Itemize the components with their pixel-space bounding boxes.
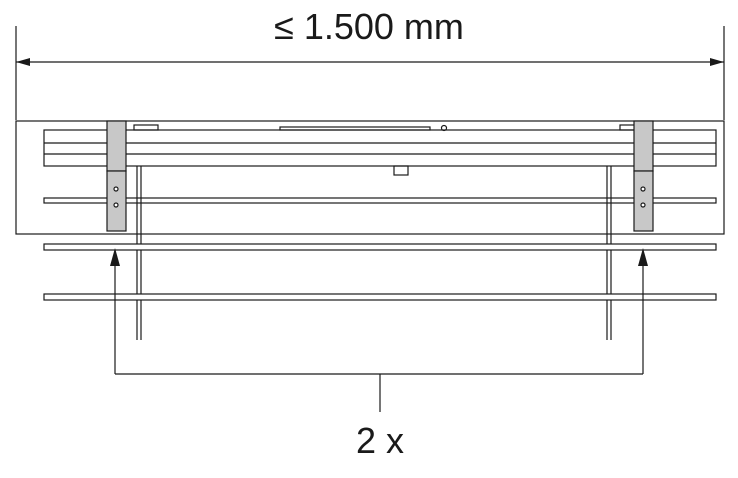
left-bracket-strap bbox=[106, 120, 127, 172]
dimension-arrow-right bbox=[710, 58, 724, 66]
right-bracket-plate bbox=[633, 170, 654, 232]
center-knob bbox=[440, 124, 448, 132]
right-bracket bbox=[633, 120, 654, 232]
lower-rail-1 bbox=[43, 243, 717, 251]
center-strip bbox=[279, 126, 431, 131]
center-tab bbox=[393, 165, 409, 176]
width-dimension bbox=[15, 26, 725, 120]
housing-outline bbox=[15, 120, 725, 235]
left-bracket bbox=[106, 120, 127, 232]
lower-rail-2 bbox=[43, 293, 717, 301]
frame-legs bbox=[136, 166, 612, 340]
left-bracket-hole-2 bbox=[113, 202, 119, 208]
left-clip bbox=[133, 124, 159, 131]
quantity-label: 2 x bbox=[355, 420, 405, 461]
left-arrow-head bbox=[110, 248, 120, 266]
top-rail bbox=[43, 129, 717, 167]
right-bracket-hole-2 bbox=[640, 202, 646, 208]
right-bracket-strap bbox=[633, 120, 654, 172]
lower-rails bbox=[43, 243, 717, 301]
right-bracket-hole-1 bbox=[640, 186, 646, 192]
middle-bar bbox=[43, 197, 717, 204]
dimension-label: ≤ 1.500 mm bbox=[274, 6, 464, 47]
right-arrow-head bbox=[638, 248, 648, 266]
count-callout bbox=[110, 248, 648, 412]
left-bracket-hole-1 bbox=[113, 186, 119, 192]
cabinet-housing bbox=[15, 120, 725, 235]
left-bracket-plate bbox=[106, 170, 127, 232]
dimension-arrow-left bbox=[16, 58, 30, 66]
